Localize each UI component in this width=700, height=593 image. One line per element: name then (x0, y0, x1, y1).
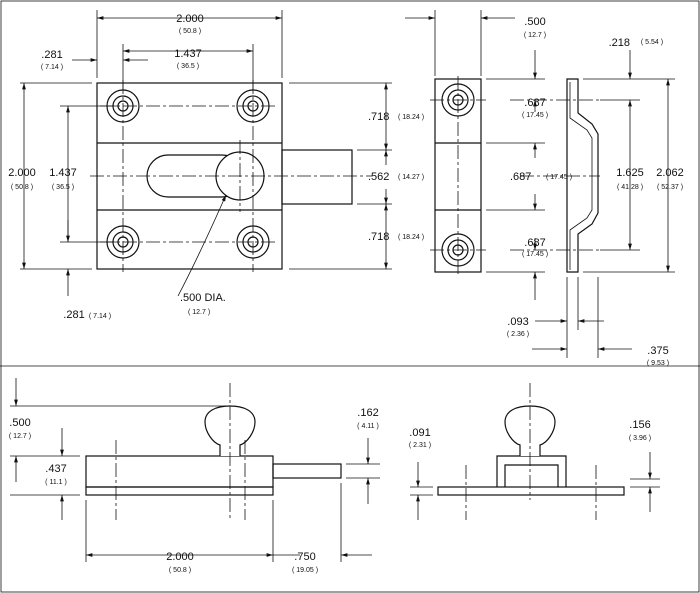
elevation-view (85, 383, 342, 520)
dim-2000-top: 2.000 (176, 13, 204, 25)
dim-562-metric: ( 14.27 ) (398, 174, 424, 181)
dim-1437-left: 1.437 (49, 167, 77, 179)
dim-1625-metric: ( 41.28 ) (617, 184, 643, 191)
strap-outer-profile (566, 78, 599, 273)
dim-2000-bottom-metric: ( 50.8 ) (169, 567, 191, 574)
dim-2000-top-metric: ( 50.8 ) (179, 28, 201, 35)
dim-091-metric: ( 2.31 ) (409, 442, 431, 449)
bolt-extension (281, 149, 353, 205)
dim-1625: 1.625 (616, 167, 644, 179)
dim-687-bottom: .687 (524, 237, 545, 249)
dim-718-top: .718 (368, 111, 389, 123)
dim-750-metric: ( 19.05 ) (292, 567, 318, 574)
dim-281-bottom: .281 (63, 309, 84, 321)
dim-500-side-metric: ( 12.7 ) (524, 32, 546, 39)
dim-500-elev: .500 (9, 417, 30, 429)
dim-500-side: .500 (524, 16, 545, 28)
dim-156: .156 (629, 419, 650, 431)
profile-view (510, 78, 600, 273)
base-strip (85, 486, 274, 496)
dim-1437-left-metric: ( 36.5 ) (52, 184, 74, 191)
end-housing-outer (496, 455, 567, 487)
dim-091: .091 (409, 427, 430, 439)
side-view-dimensions (405, 10, 545, 300)
dim-687-top-metric: ( 17.45 ) (522, 112, 548, 119)
dim-375-metric: ( 9.53 ) (647, 360, 669, 367)
dim-687-bottom-metric: ( 17.45 ) (522, 251, 548, 258)
end-view (437, 383, 625, 520)
dim-218: .218 (609, 37, 630, 49)
dim-281-top-metric: ( 7.14 ) (41, 64, 63, 71)
dim-162-metric: ( 4.11 ) (357, 423, 379, 430)
dim-1437-top-metric: ( 36.5 ) (177, 63, 199, 70)
dimension-labels: 2.000 ( 50.8 ) 1.437 ( 36.5 ) .281 ( 7.1… (8, 13, 684, 574)
dim-500-dia-metric: ( 12.7 ) (188, 309, 210, 316)
end-base-strip (437, 486, 625, 496)
profile-view-dimensions (532, 50, 675, 358)
dim-156-metric: ( 3.96 ) (629, 435, 651, 442)
side-view (430, 76, 486, 276)
end-housing-inner (504, 464, 559, 487)
dim-2000-bottom: 2.000 (166, 551, 194, 563)
front-view (90, 80, 372, 272)
dim-1437-top: 1.437 (174, 48, 202, 60)
dim-162: .162 (357, 407, 378, 419)
dim-281-bottom-metric: ( 7.14 ) (89, 313, 111, 320)
dim-2000-left: 2.000 (8, 167, 36, 179)
dim-093: .093 (507, 316, 528, 328)
dim-750: .750 (294, 551, 315, 563)
dim-718-bottom-metric: ( 18.24 ) (398, 234, 424, 241)
dim-718-top-metric: ( 18.24 ) (398, 114, 424, 121)
strap-inner-profile (569, 82, 593, 270)
dim-500-dia: .500 DIA. (180, 292, 226, 304)
dim-375: .375 (647, 345, 668, 357)
end-view-dimensions (410, 452, 660, 520)
elevation-view-dimensions (10, 378, 380, 562)
dim-2000-left-metric: ( 50.8 ) (11, 184, 33, 191)
dim-562: .562 (368, 171, 389, 183)
dim-718-bottom: .718 (368, 231, 389, 243)
dim-218-metric: ( 5.54 ) (641, 39, 663, 46)
dim-437: .437 (45, 463, 66, 475)
front-view-dimensions (20, 10, 392, 297)
dim-2062-metric: ( 52.37 ) (657, 184, 683, 191)
dim-093-metric: ( 2.36 ) (507, 331, 529, 338)
dim-500-elev-metric: ( 12.7 ) (9, 433, 31, 440)
bolt-rod (272, 463, 342, 479)
dim-687-top: .687 (524, 97, 545, 109)
dim-687-mid: .687 (510, 171, 531, 183)
dim-2062: 2.062 (656, 167, 684, 179)
dim-281-top: .281 (41, 49, 62, 61)
dim-437-metric: ( 11.1 ) (45, 479, 67, 486)
dim-687-mid-metric: ( 17.45 ) (546, 174, 572, 181)
